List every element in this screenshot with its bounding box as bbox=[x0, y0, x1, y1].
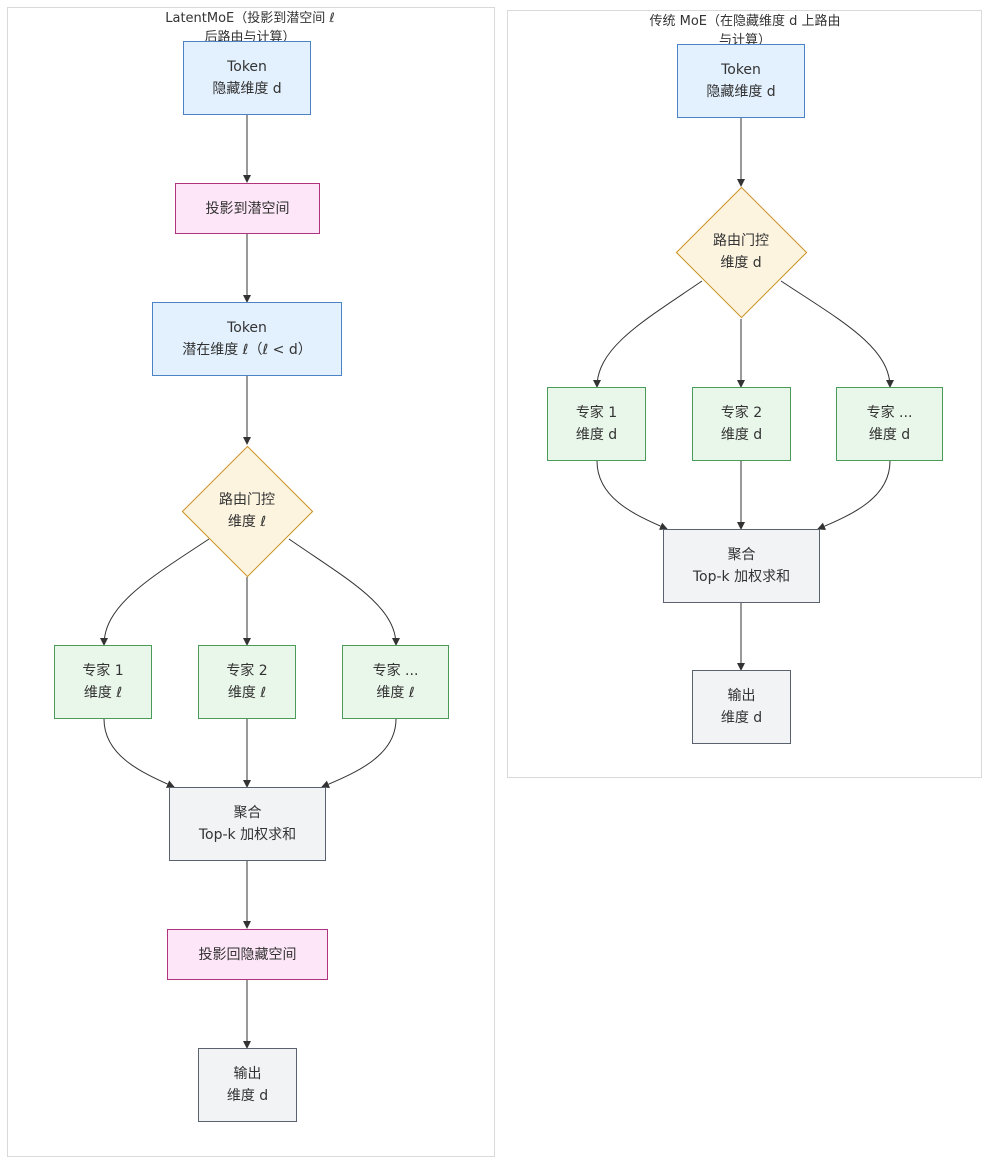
latent-expert-2-node: 专家 2 维度 ℓ bbox=[198, 645, 296, 719]
trad-expert-1-line1: 专家 1 bbox=[575, 405, 618, 421]
latent-token-line1: Token bbox=[227, 59, 267, 75]
trad-token-line1: Token bbox=[721, 62, 761, 78]
trad-aggregate-node: 聚合 Top-k 加权求和 bbox=[663, 529, 820, 603]
latent-aggregate-line2: Top-k 加权求和 bbox=[198, 827, 297, 843]
trad-router-label: 路由门控 维度 d bbox=[681, 222, 801, 282]
edge-router-to-expert-3 bbox=[288, 538, 400, 646]
latent-output-node: 输出 维度 d bbox=[198, 1048, 297, 1122]
edge-router-to-expert-1 bbox=[100, 538, 210, 646]
latent-router-label: 路由门控 维度 ℓ bbox=[187, 481, 307, 541]
latent-output-line1: 输出 bbox=[233, 1066, 262, 1082]
project-back-node: 投影回隐藏空间 bbox=[167, 929, 328, 980]
latent-aggregate-line1: 聚合 bbox=[233, 805, 262, 821]
trad-expert-2-node: 专家 2 维度 d bbox=[692, 387, 791, 461]
trad-token-node: Token 隐藏维度 d bbox=[677, 44, 805, 118]
latent-expert-2-line2: 维度 ℓ bbox=[227, 685, 267, 701]
trad-expert-3-node: 专家 ... 维度 d bbox=[836, 387, 943, 461]
trad-token-line2: 隐藏维度 d bbox=[706, 84, 776, 100]
trad-expert-2-line2: 维度 d bbox=[720, 427, 763, 443]
latent-router-line1: 路由门控 bbox=[219, 492, 275, 508]
latent-output-line2: 维度 d bbox=[226, 1088, 269, 1104]
latent-expert-3-node: 专家 ... 维度 ℓ bbox=[342, 645, 449, 719]
latent-expert-1-line2: 维度 ℓ bbox=[83, 685, 123, 701]
trad-expert-2-line1: 专家 2 bbox=[720, 405, 763, 421]
edge-trad-router-to-expert-1 bbox=[593, 280, 703, 388]
latent-expert-1-line1: 专家 1 bbox=[82, 663, 124, 679]
trad-router-line2: 维度 d bbox=[720, 255, 762, 271]
latent-aggregate-node: 聚合 Top-k 加权求和 bbox=[169, 787, 326, 861]
latent-token-node: Token 隐藏维度 d bbox=[183, 41, 311, 115]
trad-expert-1-node: 专家 1 维度 d bbox=[547, 387, 646, 461]
latent-expert-3-line1: 专家 ... bbox=[372, 663, 419, 679]
edge-trad-router-to-expert-3 bbox=[780, 280, 894, 388]
latent-token-line2: 隐藏维度 d bbox=[212, 81, 282, 97]
latent-moe-title: LatentMoE（投影到潜空间 ℓ 后路由与计算） bbox=[165, 11, 335, 44]
edge-trad-expert-1-to-aggregate bbox=[596, 460, 668, 530]
trad-expert-1-line2: 维度 d bbox=[575, 427, 618, 443]
project-back-label: 投影回隐藏空间 bbox=[198, 946, 297, 963]
latent-dim-token-node: Token 潜在维度 ℓ（ℓ < d） bbox=[152, 302, 342, 376]
latent-expert-3-line2: 维度 ℓ bbox=[376, 685, 415, 701]
trad-output-line2: 维度 d bbox=[720, 710, 763, 726]
latent-router-line2: 维度 ℓ bbox=[227, 514, 267, 530]
edge-trad-expert-3-to-aggregate bbox=[817, 460, 891, 530]
latent-dim-token-line2: 潜在维度 ℓ（ℓ < d） bbox=[182, 342, 312, 358]
latent-expert-2-line1: 专家 2 bbox=[226, 663, 268, 679]
trad-expert-3-line2: 维度 d bbox=[868, 427, 911, 443]
trad-router-line1: 路由门控 bbox=[713, 233, 769, 249]
trad-output-line1: 输出 bbox=[727, 688, 756, 704]
trad-expert-3-line1: 专家 ... bbox=[866, 405, 913, 421]
project-to-latent-node: 投影到潜空间 bbox=[175, 183, 320, 234]
trad-aggregate-line1: 聚合 bbox=[727, 547, 756, 563]
latent-dim-token-line1: Token bbox=[227, 320, 267, 336]
trad-aggregate-line2: Top-k 加权求和 bbox=[692, 569, 791, 585]
latent-expert-1-node: 专家 1 维度 ℓ bbox=[54, 645, 152, 719]
project-to-latent-label: 投影到潜空间 bbox=[205, 200, 290, 217]
traditional-moe-title: 传统 MoE（在隐藏维度 d 上路由与计算） bbox=[649, 14, 841, 45]
edge-expert-1-to-aggregate bbox=[103, 718, 175, 788]
trad-output-node: 输出 维度 d bbox=[692, 670, 791, 744]
edge-expert-3-to-aggregate bbox=[321, 718, 397, 788]
